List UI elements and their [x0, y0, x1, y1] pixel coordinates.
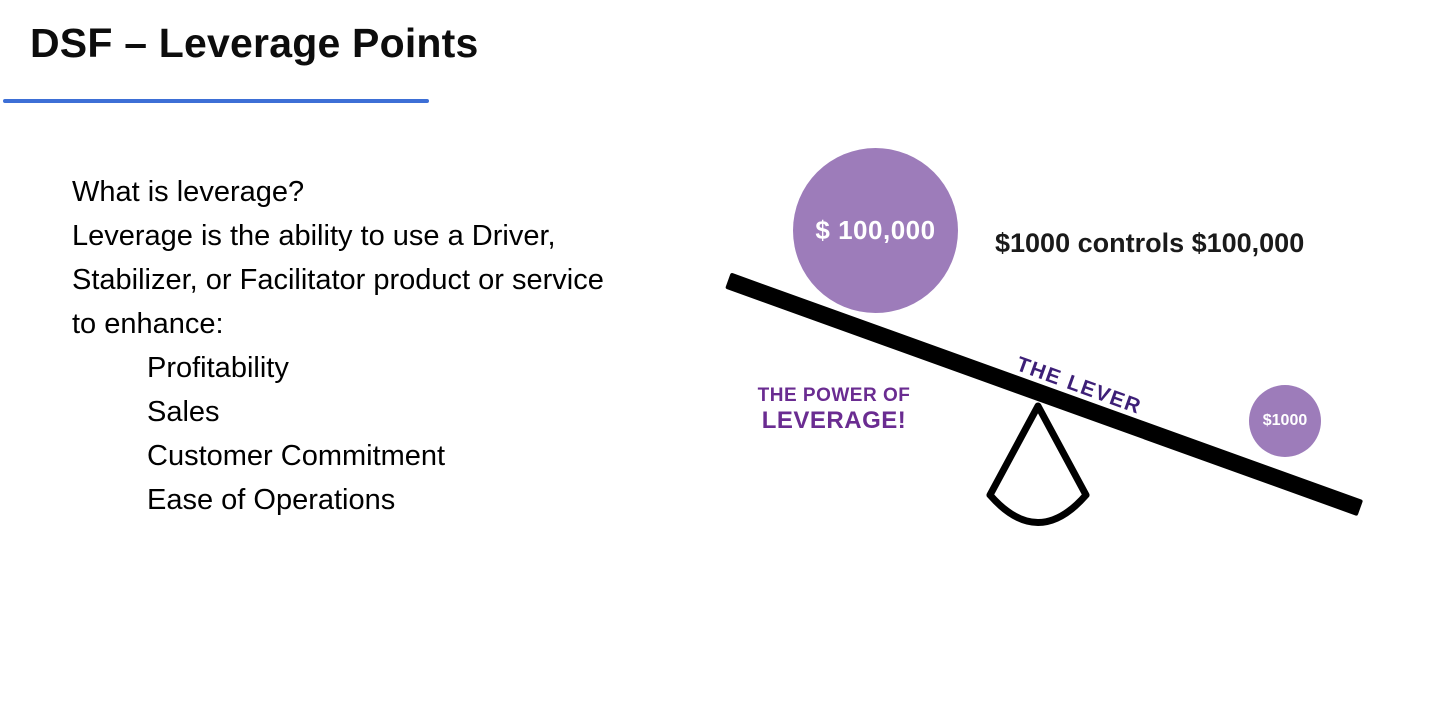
body-text-block: What is leverage? Leverage is the abilit… — [72, 170, 604, 522]
body-line: Stabilizer, or Facilitator product or se… — [72, 264, 604, 296]
body-line: to enhance: — [72, 308, 224, 340]
body-line: What is leverage? — [72, 176, 305, 208]
title-underline-rule — [3, 99, 429, 103]
page-title: DSF – Leverage Points — [30, 20, 479, 66]
power-of-leverage-label: THE POWER OF LEVERAGE! — [748, 385, 920, 435]
power-label-line2: LEVERAGE! — [761, 407, 907, 434]
list-item: Profitability — [147, 352, 289, 384]
body-line: Leverage is the ability to use a Driver, — [72, 220, 556, 252]
small-weight-label: $1000 — [1262, 412, 1308, 429]
power-label-line1: THE POWER OF — [757, 385, 911, 406]
list-item: Sales — [147, 396, 220, 428]
fulcrum-cone-icon — [986, 402, 1090, 526]
list-item: Ease of Operations — [147, 484, 396, 516]
small-weight-circle: $1000 — [1249, 385, 1321, 457]
leverage-benefits-list: Profitability Sales Customer Commitment … — [147, 346, 604, 522]
controls-caption: $1000 controls $100,000 — [995, 228, 1305, 258]
list-item: Customer Commitment — [147, 440, 446, 472]
large-weight-circle: $ 100,000 — [793, 148, 958, 313]
large-weight-label: $ 100,000 — [815, 215, 936, 245]
